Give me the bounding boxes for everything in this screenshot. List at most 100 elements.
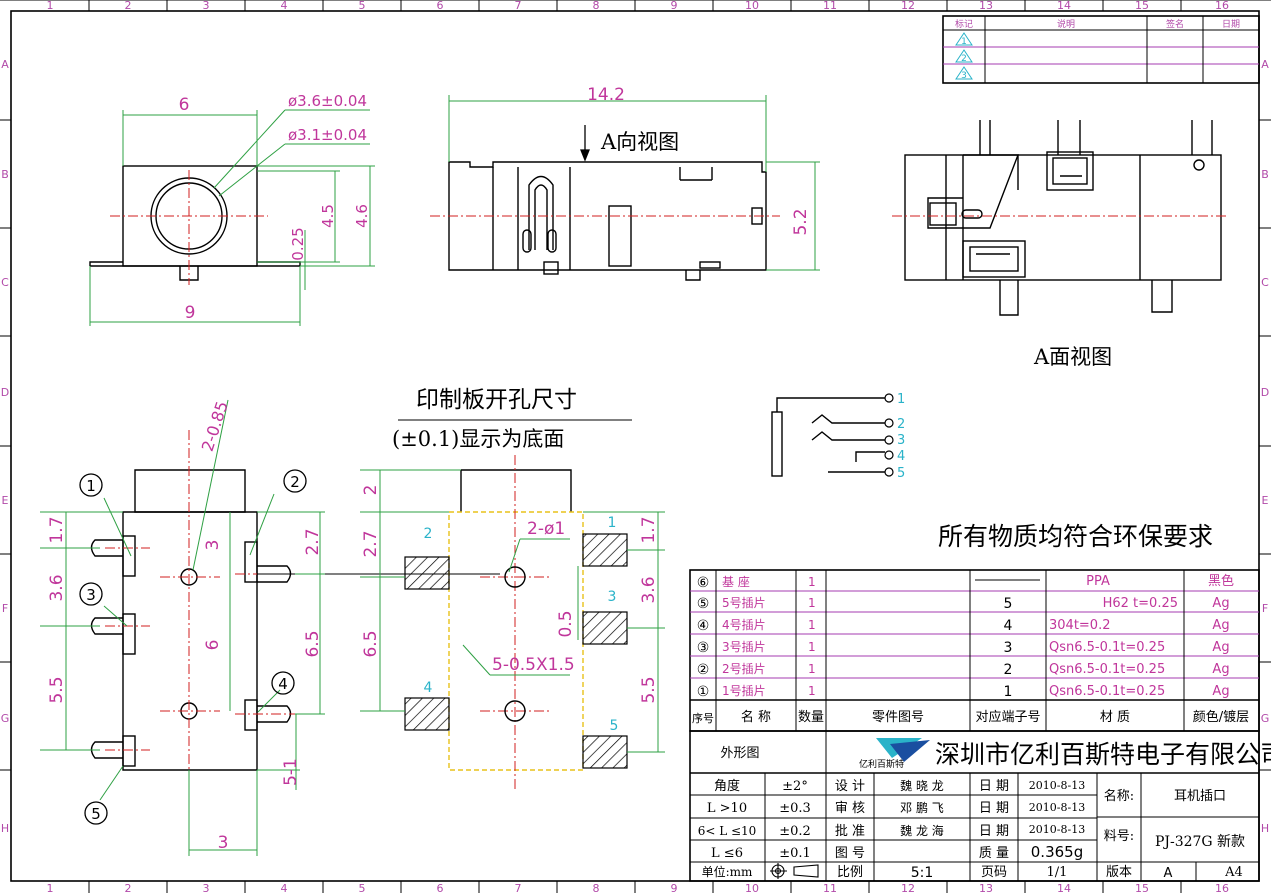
bom-table: ⑥ ⑤ ④ ③ ② ① 基 座 5号插片 4号插片 3号插片 2号插片 1号插片…	[689, 569, 1260, 732]
name-label: 名称:	[1104, 788, 1134, 804]
bom-row-qty: 1	[808, 575, 816, 589]
row-label: B	[1, 168, 9, 181]
mass-label: 质 量	[979, 846, 1009, 861]
col-label: 8	[593, 882, 600, 893]
scale-value: 5:1	[911, 865, 934, 881]
col-label: 10	[745, 882, 759, 893]
view-a-direction-label: A向视图	[600, 130, 679, 154]
bom-row-material: Qsn6.5-0.1t=0.25	[1049, 662, 1165, 677]
version-label: 版本	[1106, 865, 1132, 880]
col-label: 1	[47, 882, 54, 893]
pcb-title: 印制板开孔尺寸	[416, 387, 577, 413]
row-label: F	[1262, 602, 1268, 615]
col-label: 3	[203, 0, 210, 12]
pad-label: 5	[610, 718, 619, 734]
dim-label: 2.7	[361, 530, 381, 557]
row-label: C	[1, 276, 9, 289]
role-label: 设 计	[835, 779, 865, 794]
col-label: 16	[1215, 882, 1229, 893]
logo-text: 亿利百斯特	[859, 758, 904, 770]
col-label: 10	[745, 0, 759, 12]
schematic-pin-label: 2	[897, 417, 905, 432]
col-label: 2	[125, 0, 132, 12]
a-face-view: A面视图	[892, 120, 1228, 369]
role-person: 魏 龙 海	[900, 823, 944, 838]
page-value: 1/1	[1047, 865, 1068, 880]
dim-label: 5.2	[791, 208, 811, 235]
page-label: 页码	[981, 865, 1007, 880]
col-label: 2	[125, 882, 132, 893]
callout-number: 4	[278, 675, 288, 693]
col-label: 7	[515, 882, 522, 893]
revision-table: 标记 说明 签名 日期 1 2 3	[942, 15, 1260, 84]
bom-row-qty: 1	[808, 662, 816, 676]
revision-mark: 1	[961, 37, 967, 47]
dim-label: 3	[218, 833, 229, 853]
bom-row-terminal: 5	[1004, 596, 1013, 612]
side-view: 14.2 5.2 A向视图	[430, 85, 820, 281]
bom-row-name: 3号插片	[722, 640, 766, 654]
bom-row-material: PPA	[1086, 574, 1110, 589]
bom-row-finish: 黑色	[1208, 573, 1234, 589]
bom-row-qty: 1	[808, 640, 816, 654]
view-a-face-label: A面视图	[1033, 345, 1112, 369]
bom-header: 材 质	[1100, 710, 1130, 725]
dim-label: 2-0.85	[198, 399, 232, 454]
date-label: 日 期	[979, 801, 1009, 816]
dim-label: 14.2	[587, 85, 625, 105]
role-person: 魏 晓 龙	[900, 778, 944, 793]
eco-note: 所有物质均符合环保要求	[938, 522, 1213, 551]
schematic-pin-label: 4	[897, 449, 905, 464]
col-label: 9	[671, 882, 678, 893]
revision-header: 签名	[1166, 18, 1184, 30]
col-label: 6	[437, 882, 444, 893]
col-label: 15	[1135, 0, 1149, 12]
bottom-view: 1.7 3.6 5.5 3 6 2.7 6.5 5-1 3 2-0.85 1 2…	[40, 399, 500, 856]
bom-row-finish: Ag	[1212, 596, 1229, 611]
bom-row-material: Qsn6.5-0.1t=0.25	[1049, 684, 1165, 699]
dim-label: 5-0.5X1.5	[492, 655, 575, 675]
role-label: 审 核	[835, 801, 865, 816]
row-label: G	[1261, 712, 1270, 725]
tolerance-label: L ≤6	[711, 846, 743, 861]
bom-row-material: Qsn6.5-0.1t=0.25	[1049, 640, 1165, 655]
col-label: 13	[979, 882, 993, 893]
bom-header: 对应端子号	[975, 709, 1040, 725]
mass-value: 0.365g	[1031, 843, 1083, 861]
scale-label: 比例	[837, 865, 863, 880]
dim-label: 6	[203, 640, 223, 651]
schematic-pin-label: 3	[897, 433, 905, 448]
row-label: A	[1, 58, 9, 71]
date-value: 2010-8-13	[1029, 779, 1085, 792]
title-block: 外形图 亿利百斯特 深圳市亿利百斯特电子有限公司 角度 L >10 6< L ≤…	[689, 730, 1271, 882]
col-label: 12	[901, 0, 915, 12]
part-label: 料号:	[1104, 829, 1134, 844]
col-label: 6	[437, 0, 444, 12]
revision-mark: 3	[961, 71, 967, 81]
tolerance-label: L >10	[707, 801, 747, 816]
pcb-layout: 印制板开孔尺寸 (±0.1)显示为底面 2 1 3 4 5	[360, 387, 665, 790]
front-view: 6 ø3.6±0.04 ø3.1±0.04 9 0.25 4.5 4.6	[89, 92, 375, 326]
bom-row-name: 基 座	[722, 574, 750, 589]
col-label: 12	[901, 882, 915, 893]
col-label: 11	[823, 882, 837, 893]
tolerance-value: ±0.2	[779, 824, 811, 839]
dim-label: 3	[203, 540, 223, 551]
bom-row-qty: 1	[808, 684, 816, 698]
row-label: D	[1, 386, 9, 399]
dim-label: 0.5	[556, 610, 576, 637]
dim-label: ø3.1±0.04	[288, 126, 367, 144]
col-label: 4	[281, 882, 288, 893]
col-label: 13	[979, 0, 993, 12]
bom-row-qty: 1	[808, 596, 816, 610]
role-person: 邓 鹏 飞	[900, 801, 944, 815]
date-value: 2010-8-13	[1029, 801, 1085, 814]
dim-label: 2.7	[303, 528, 323, 555]
dim-label: 5.5	[47, 676, 67, 703]
row-label: A	[1261, 58, 1269, 71]
dim-label: 6.5	[361, 630, 381, 657]
dim-label: 6.5	[303, 630, 323, 657]
jack-schematic: 1 2 3 4 5	[771, 392, 905, 481]
